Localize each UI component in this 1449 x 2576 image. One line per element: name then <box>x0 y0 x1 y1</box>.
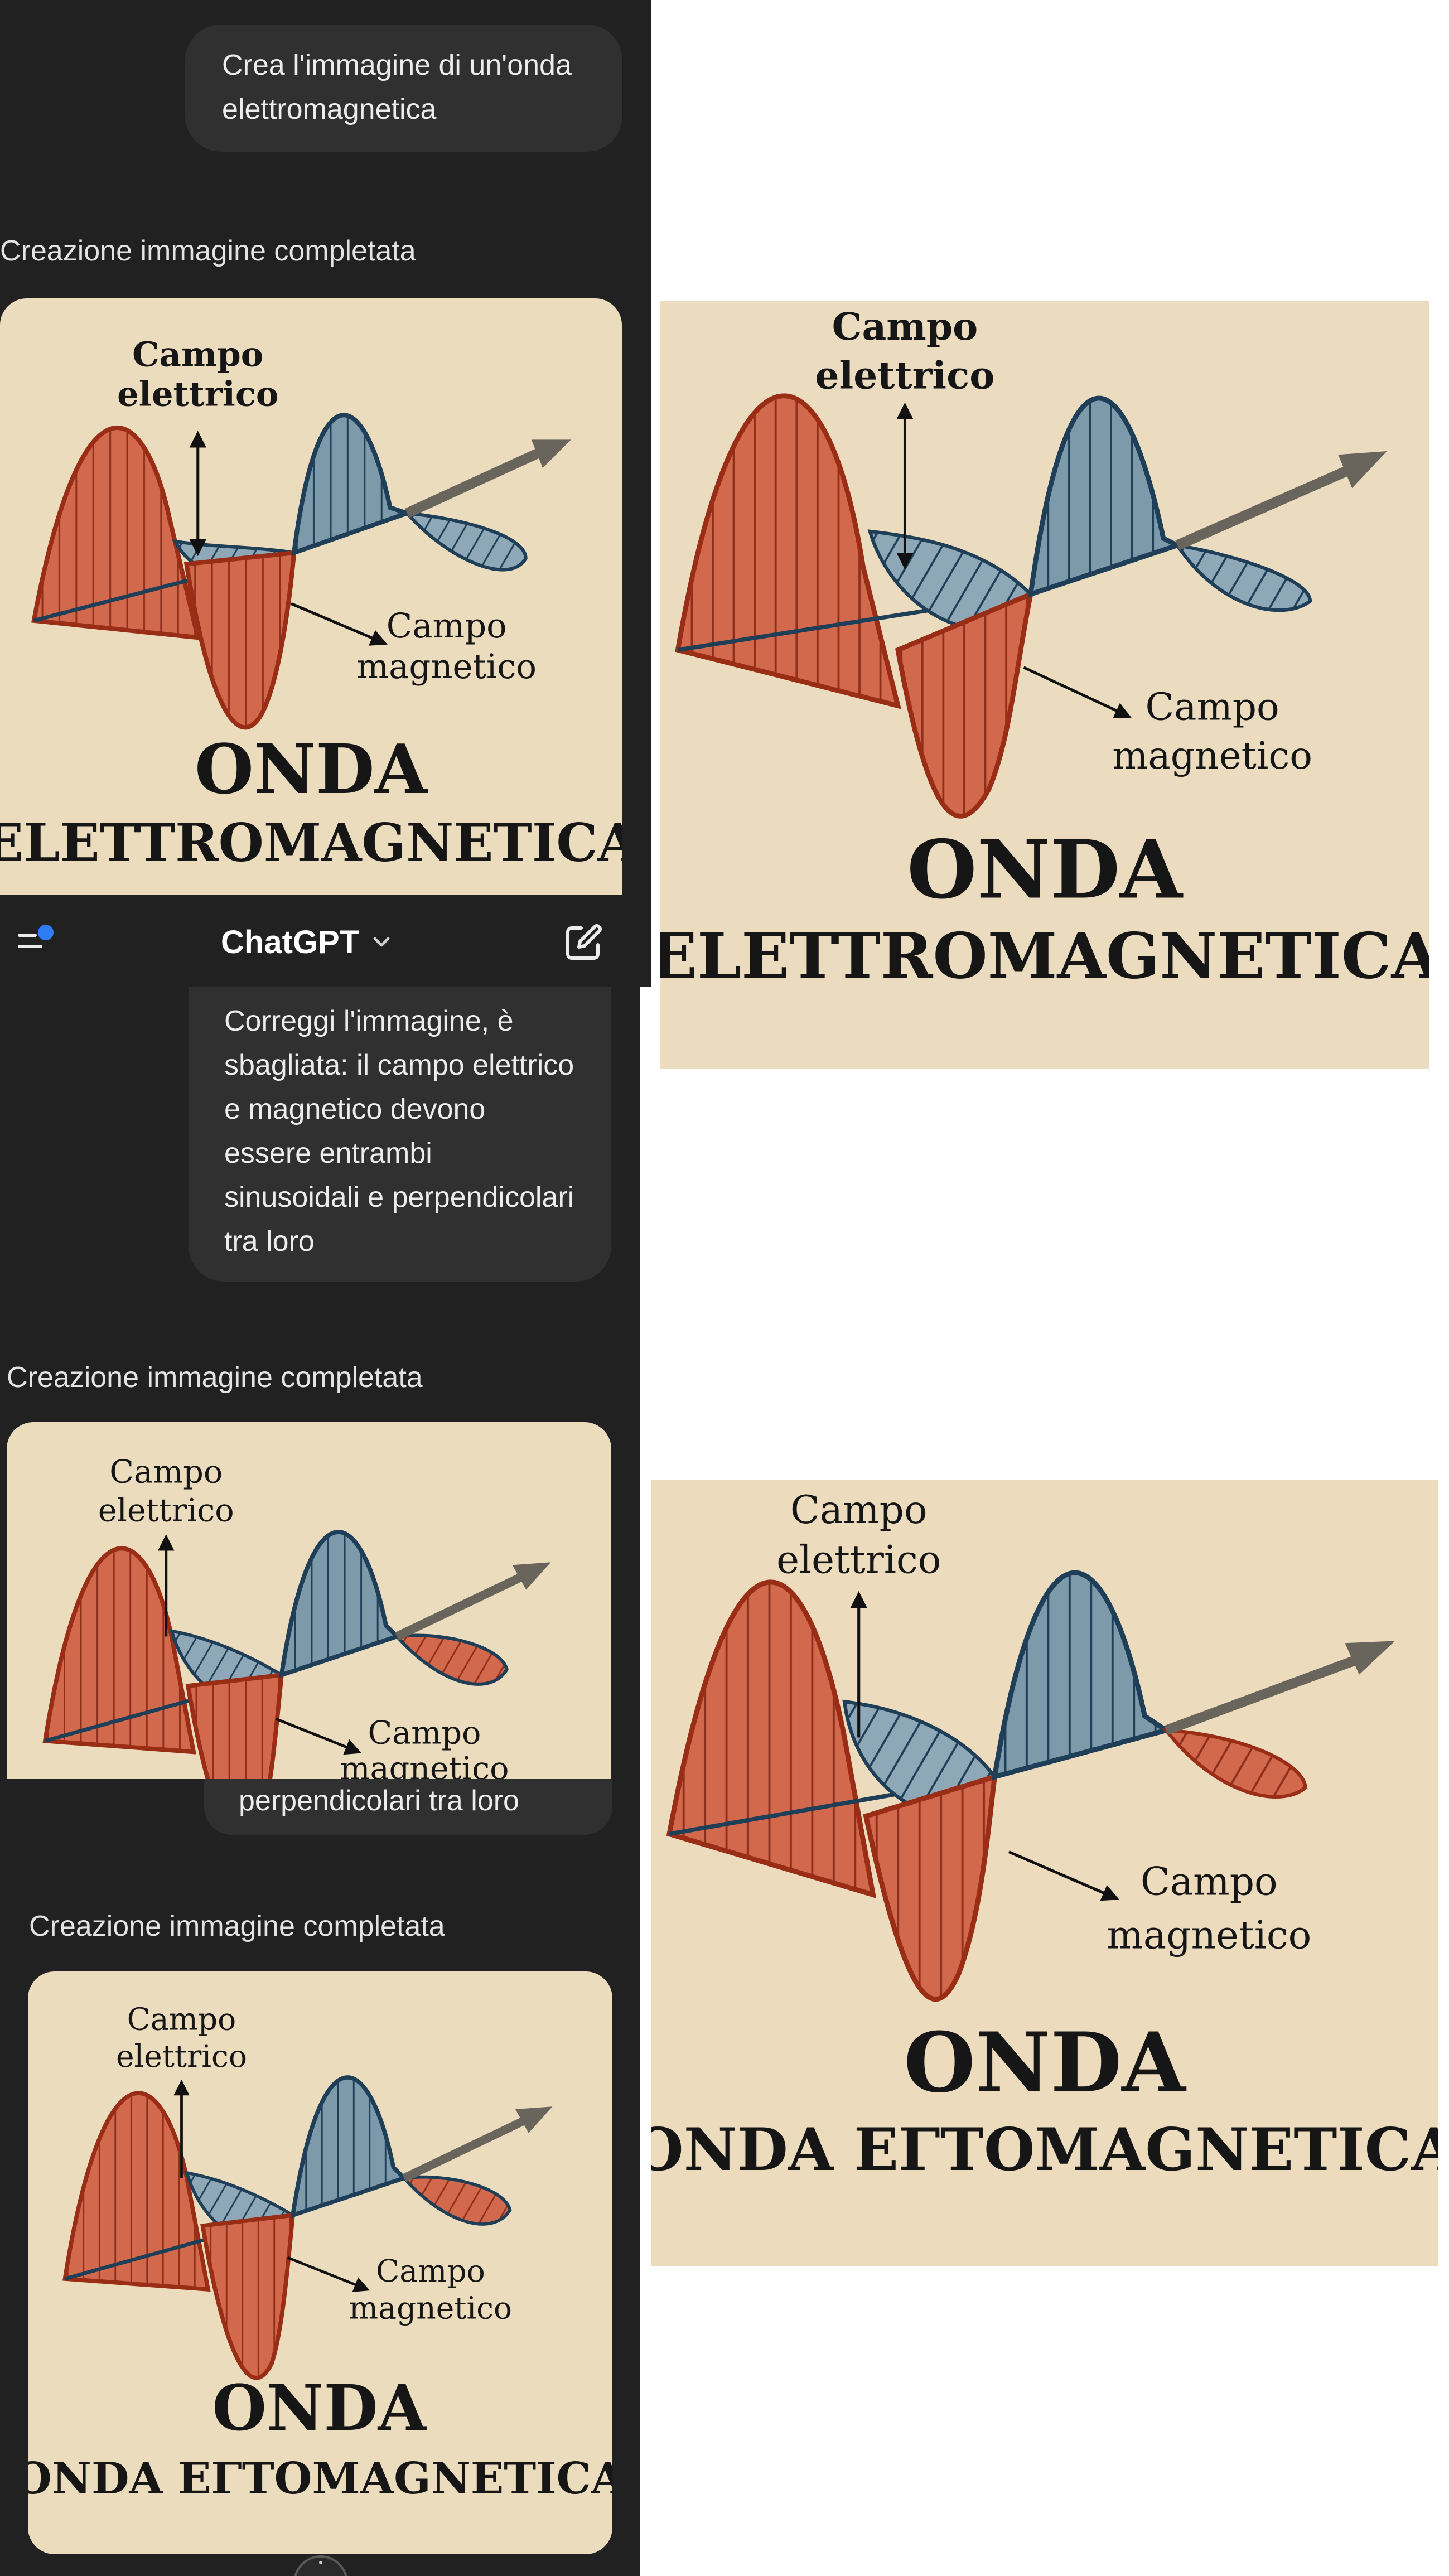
svg-text:Campo: Campo <box>109 1453 223 1490</box>
electric-label-line1-3: Campo <box>127 2002 236 2037</box>
magnetic-label-line2-full-2: magnetico <box>1107 1913 1311 1958</box>
chevron-down-icon <box>373 937 390 947</box>
image-subtitle-full-1: ELETTROMAGNETICA <box>660 919 1429 993</box>
electric-label-line2-full-1: elettrico <box>815 353 995 397</box>
new-chat-icon[interactable] <box>562 922 603 964</box>
electric-label-line1-full-2: Campo <box>790 1488 928 1533</box>
wave-illustration-full-2: Campo elettrico Campo magnetico ONDA OND… <box>651 1488 1438 2184</box>
app-top-bar: ChatGPT <box>0 895 651 987</box>
image-title-full-1: ONDA <box>907 823 1184 917</box>
generated-image-2-thumb[interactable]: Campo elettrico Campo magnetico ONDA OND… <box>28 1971 612 2554</box>
image-title-1: ONDA <box>195 729 428 809</box>
wave-illustration-2: Campo elettrico Campo magnetico <box>42 1453 551 1779</box>
user-message-1: Crea l'immagine di un'onda elettromagnet… <box>185 25 622 152</box>
model-selector[interactable]: ChatGPT <box>221 917 393 967</box>
svg-text:Campo: Campo <box>368 1714 481 1751</box>
user-message-2-tail: perpendicolari tra loro <box>204 1779 612 1835</box>
electric-wave-red-1 <box>31 425 201 640</box>
electric-label-line1-1: Campo <box>132 335 263 375</box>
direction-arrow-shaft-1 <box>405 446 545 518</box>
image-subtitle-full-2: ONDA EΓTOMAGNETICA <box>651 2115 1438 2184</box>
electric-label-line2-1: elettrico <box>117 375 278 414</box>
wave-illustration-1: Campo elettrico Campo magnetico ONDA ELE… <box>0 335 622 873</box>
magnetic-label-line2-1: magnetico <box>357 647 537 687</box>
electric-wave-blue-1 <box>291 413 414 557</box>
scroll-down-icon[interactable] <box>293 2555 348 2576</box>
magnetic-label-line1-full-2: Campo <box>1141 1859 1278 1904</box>
wave-illustration-full-1: Campo elettrico Campo magnetico ONDA ELE… <box>660 305 1429 993</box>
magnetic-label-line1-1: Campo <box>387 607 507 646</box>
magnetic-label-line1-3: Campo <box>376 2253 485 2289</box>
svg-text:elettrico: elettrico <box>98 1492 234 1529</box>
generated-image-2-thumb-partial[interactable]: Campo elettrico Campo magnetico <box>7 1422 611 1779</box>
electric-label-line1-full-1: Campo <box>832 305 978 349</box>
user-message-2: Correggi l'immagine, è sbagliata: il cam… <box>189 987 611 1282</box>
generated-image-1-thumb[interactable]: Campo elettrico Campo magnetico ONDA ELE… <box>0 298 622 937</box>
user-message-1-text: Crea l'immagine di un'onda elettromagnet… <box>222 49 572 125</box>
image-title-full-2: ONDA <box>904 2014 1187 2111</box>
user-message-2-tail-text: perpendicolari tra loro <box>239 1785 519 1817</box>
direction-arrow-head-1 <box>531 439 571 468</box>
sidebar-menu-icon[interactable] <box>18 925 56 958</box>
chat-panel-2: Correggi l'immagine, è sbagliata: il cam… <box>0 987 640 1779</box>
full-image-2[interactable]: Campo elettrico Campo magnetico ONDA OND… <box>651 1480 1438 2266</box>
image-subtitle-3: ONDA EΓTOMAGNETICA <box>28 2453 612 2504</box>
generation-status-2: Creazione immagine completata <box>7 1361 423 1394</box>
user-message-2-text: Correggi l'immagine, è sbagliata: il cam… <box>224 1005 574 1258</box>
image-title-3: ONDA <box>212 2372 427 2445</box>
full-image-1[interactable]: Campo elettrico Campo magnetico ONDA ELE… <box>660 301 1429 1069</box>
electric-label-line2-full-2: elettrico <box>776 1538 941 1583</box>
electric-wave-red-2 <box>183 550 297 730</box>
wave-illustration-3: Campo elettrico Campo magnetico ONDA OND… <box>28 2002 612 2504</box>
magnetic-label-line1-full-1: Campo <box>1146 685 1279 729</box>
electric-label-line2-3: elettrico <box>116 2038 247 2074</box>
magnetic-label-line2-3: magnetico <box>349 2290 512 2326</box>
magnetic-label-line2-full-1: magnetico <box>1112 733 1312 777</box>
chat-panel-3: perpendicolari tra loro Creazione immagi… <box>0 1779 640 2576</box>
magnetic-field-arrow-1 <box>291 602 388 646</box>
chat-panel-1: Crea l'immagine di un'onda elettromagnet… <box>0 0 651 937</box>
svg-text:magnetico: magnetico <box>340 1751 509 1779</box>
magnetic-lobe-2 <box>403 511 528 572</box>
generation-status-3: Creazione immagine completata <box>29 1910 445 1942</box>
generation-status-1: Creazione immagine completata <box>0 235 416 267</box>
image-subtitle-1: ELETTROMAGNETICA <box>0 812 622 873</box>
app-title: ChatGPT <box>221 924 360 960</box>
